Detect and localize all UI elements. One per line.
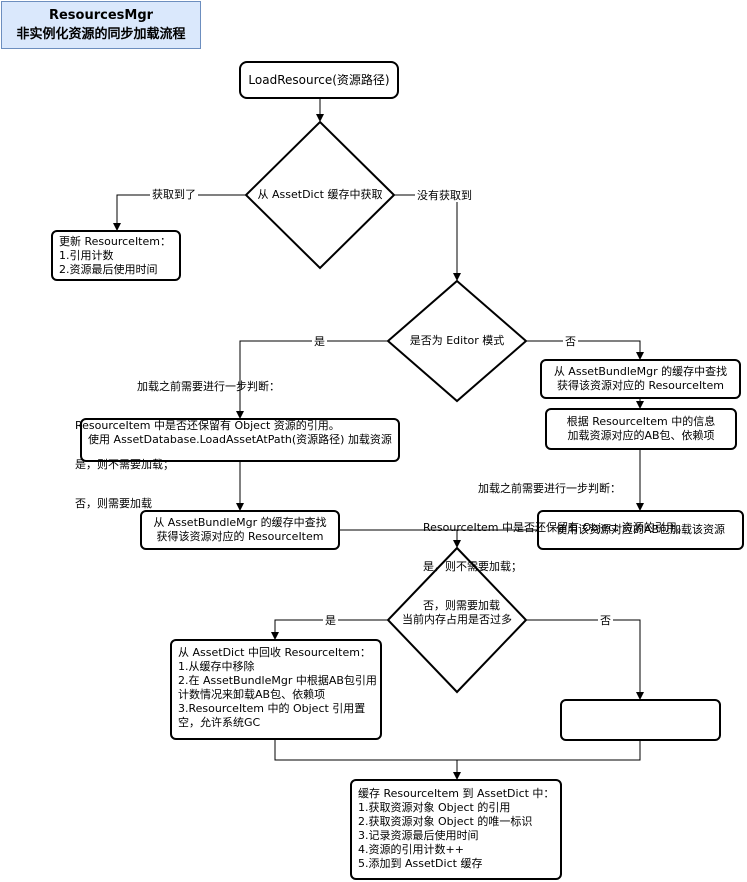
abmgr-left-line: 从 AssetBundleMgr 的缓存中查找 [153,516,327,529]
decision-editor-diamond [386,279,528,403]
title-line-2: 非实例化资源的同步加载流程 [16,27,186,42]
cache-line: 5.添加到 AssetDict 缓存 [358,857,483,870]
note-editor-line: ResourceItem 中是否还保留有 Object 资源的引用。 [75,419,340,432]
note-editor-check: 加载之前需要进行一步判断： ResourceItem 中是否还保留有 Objec… [75,354,340,523]
abmgr-right-line: 获得该资源对应的 ResourceItem [557,379,724,392]
edge-notgot-to-editor [394,194,461,281]
abmgr-left-line: 获得该资源对应的 ResourceItem [156,530,324,543]
recycle-line: 3.ResourceItem 中的 Object 引用置 [178,702,366,715]
edge-got-to-update [113,194,246,231]
node-update-item: 更新 ResourceItem： 1.引用计数 2.资源最后使用时间 [51,230,181,281]
recycle-line: 空，允许系统GC [178,716,261,729]
load-deps-line: 根据 ResourceItem 中的信息 [566,415,716,428]
edge-memory-yes [271,619,388,640]
edge-label-memory-yes: 是 [323,614,338,627]
decision-editor-label: 是否为 Editor 模式 [388,334,526,347]
diagram-title: ResourcesMgr 非实例化资源的同步加载流程 [1,1,201,49]
update-item-line: 2.资源最后使用时间 [59,263,158,276]
node-load-resource: LoadResource(资源路径) [239,61,399,99]
edge-label-editor-no: 否 [563,335,578,348]
recycle-line: 1.从缓存中移除 [178,660,255,673]
note-ab-line: 加载之前需要进行一步判断： [478,482,621,495]
abmgr-right-line: 从 AssetBundleMgr 的缓存中查找 [553,365,728,378]
node-load-ab-deps: 根据 ResourceItem 中的信息 加载资源对应的AB包、依赖项 [545,408,737,450]
decision-memory-text: 当前内存占用是否过多 [402,613,512,626]
node-cache-item: 缓存 ResourceItem 到 AssetDict 中： 1.获取资源对象 … [350,779,562,880]
note-ab-line: ResourceItem 中是否还保留有 Object 资源的引用。 [423,521,688,534]
edge-memory-no [526,619,644,700]
cache-line: 4.资源的引用计数++ [358,843,464,856]
node-empty [560,699,721,741]
edge-editor-no [526,340,644,360]
note-ab-line: 否，则需要加载 [423,599,500,612]
decision-memory-label: 当前内存占用是否过多 [388,613,526,626]
recycle-line: 2.在 AssetBundleMgr 中根据AB包引用 [178,674,377,687]
node-load-resource-label: LoadResource(资源路径) [248,73,390,87]
decision-memory-diamond [386,546,528,694]
note-editor-line: 加载之前需要进行一步判断： [137,380,280,393]
cache-line: 缓存 ResourceItem 到 AssetDict 中： [358,787,555,800]
note-ab-check: 加载之前需要进行一步判断： ResourceItem 中是否还保留有 Objec… [423,456,688,625]
title-line-1: ResourcesMgr [48,8,154,23]
node-load-assetdatabase: 使用 AssetDatabase.LoadAssetAtPath(资源路径) 加… [80,418,400,462]
update-item-line: 1.引用计数 [59,249,114,262]
cache-line: 1.获取资源对象 Object 的引用 [358,801,511,814]
recycle-line: 从 AssetDict 中回收 ResourceItem： [178,646,371,659]
edge-empty-to-merge [457,741,641,761]
decision-editor-text: 是否为 Editor 模式 [409,334,505,347]
node-abmgr-query-left: 从 AssetBundleMgr 的缓存中查找 获得该资源对应的 Resourc… [140,510,340,550]
load-from-ab-label: 使用该资源对应的AB包加载该资源 [555,523,726,536]
note-ab-line: 是，则不需要加载； [423,560,522,573]
update-item-line: 更新 ResourceItem： [59,235,171,248]
node-recycle-item: 从 AssetDict 中回收 ResourceItem： 1.从缓存中移除 2… [170,639,382,740]
load-deps-line: 加载资源对应的AB包、依赖项 [567,429,715,442]
edge-label-memory-no: 否 [598,614,613,627]
edge-label-got: 获取到了 [150,188,198,201]
node-load-from-ab: 使用该资源对应的AB包加载该资源 [537,510,744,550]
node-abmgr-query-right: 从 AssetBundleMgr 的缓存中查找 获得该资源对应的 Resourc… [540,359,741,399]
edge-label-not-got: 没有获取到 [415,189,474,202]
decision-assetdict-text: 从 AssetDict 缓存中获取 [257,188,383,201]
load-assetdatabase-label: 使用 AssetDatabase.LoadAssetAtPath(资源路径) 加… [88,433,392,446]
decision-assetdict-label: 从 AssetDict 缓存中获取 [246,188,394,201]
edge-label-editor-yes: 是 [312,335,327,348]
edge-recycle-to-merge [274,740,457,761]
note-editor-line: 是，则不需要加载； [75,458,174,471]
edge-editor-yes [236,340,388,419]
recycle-line: 计数情况来卸载AB包、依赖项 [178,688,326,701]
cache-line: 3.记录资源最后使用时间 [358,829,479,842]
note-editor-line: 否，则需要加载 [75,497,152,510]
decision-assetdict-diamond [244,120,396,270]
cache-line: 2.获取资源对象 Object 的唯一标识 [358,815,533,828]
